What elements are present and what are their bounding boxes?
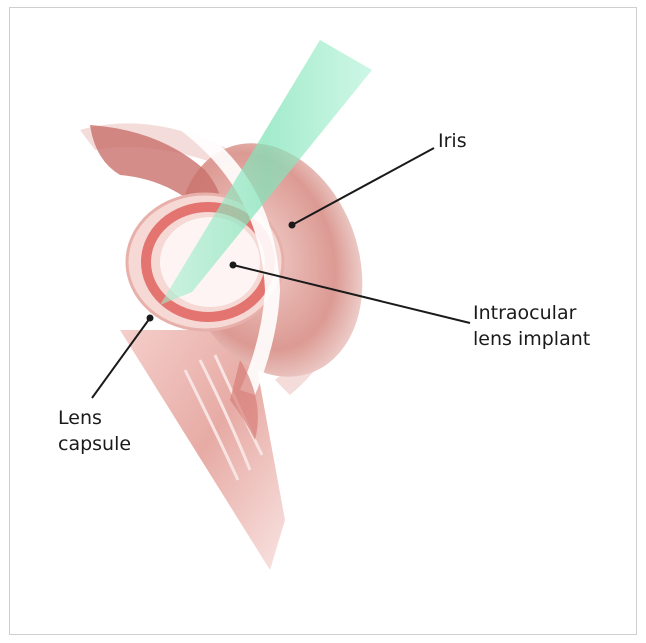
intraocular-label-line2: lens implant	[473, 326, 590, 352]
lens-capsule-label: Lens capsule	[58, 405, 131, 457]
iris-pointer-dot	[289, 222, 296, 229]
intraocular-label-line1: Intraocular	[473, 300, 590, 326]
capsule-label-line2: capsule	[58, 431, 131, 457]
intraocular-lens-label: Intraocular lens implant	[473, 300, 590, 352]
iris-label: Iris	[438, 128, 467, 154]
intraocular-pointer-dot	[230, 262, 237, 269]
iris-label-text: Iris	[438, 130, 467, 152]
capsule-pointer-dot	[147, 315, 154, 322]
capsule-label-line1: Lens	[58, 405, 131, 431]
